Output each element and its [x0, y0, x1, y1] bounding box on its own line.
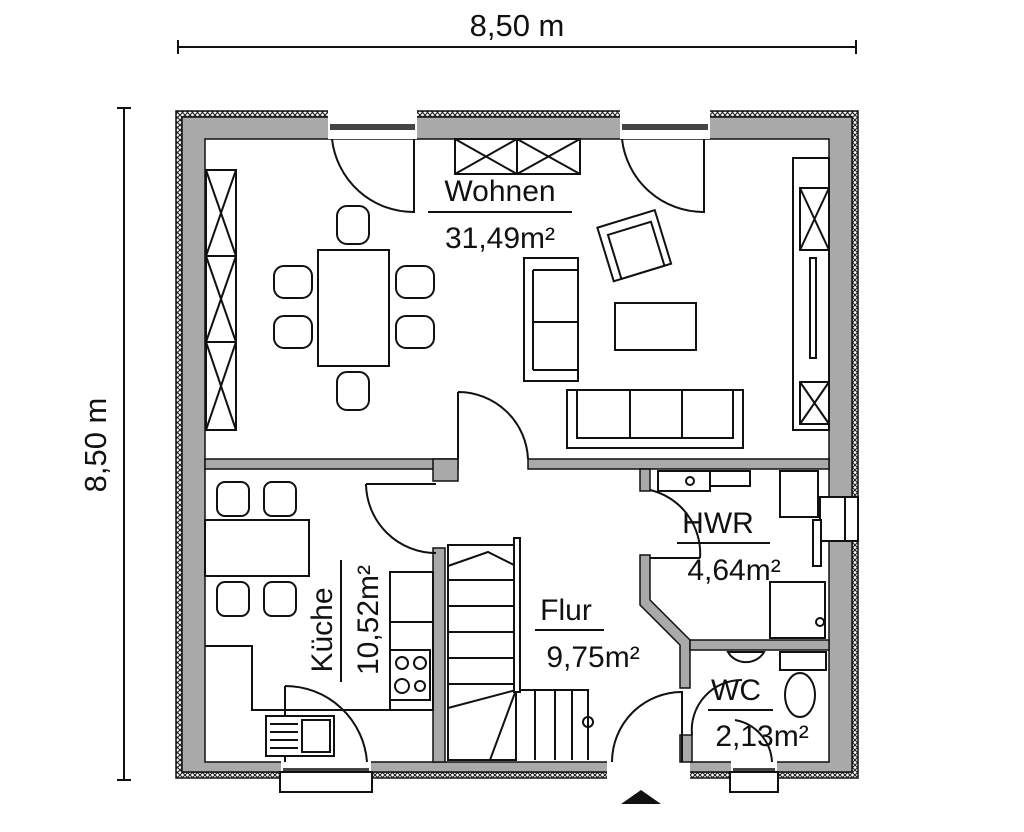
- chair: [395, 265, 435, 299]
- room-flur: Flur 9,75m²: [535, 594, 640, 674]
- room-name: HWR: [682, 507, 754, 540]
- height-dimension: 8,50 m: [78, 107, 131, 781]
- room-area: 10,52m²: [352, 565, 385, 675]
- door-wohnen-terrace-left: [331, 138, 415, 214]
- wohnen-furniture: [205, 138, 830, 449]
- width-label: 8,50 m: [470, 8, 565, 43]
- door-hwr: [649, 489, 702, 559]
- sink: [265, 715, 335, 757]
- chair: [263, 581, 297, 617]
- toilet: [784, 672, 816, 718]
- tv: [809, 257, 817, 359]
- chair: [336, 205, 370, 245]
- entrance-door: [611, 690, 683, 763]
- room-name: WC: [711, 674, 761, 707]
- dining-table: [317, 249, 390, 367]
- room-area: 4,64m²: [687, 554, 780, 587]
- chair: [273, 315, 313, 349]
- exterior-walls: [175, 110, 859, 793]
- room-wc: WC 2,13m²: [708, 674, 809, 753]
- chair: [273, 265, 313, 299]
- window-wohnen-right: [622, 124, 708, 130]
- door-wohnen-terrace-right: [621, 138, 705, 214]
- width-dimension: 8,50 m: [177, 8, 857, 54]
- window-wc: [733, 768, 775, 773]
- coffee-table: [614, 302, 697, 351]
- window-kueche: [283, 768, 369, 773]
- room-area: 31,49m²: [445, 222, 555, 255]
- room-kueche: Küche 10,52m²: [306, 560, 385, 682]
- window-door-wc: [734, 719, 773, 763]
- chair: [216, 581, 250, 617]
- armchair: [596, 208, 673, 283]
- room-name: Wohnen: [444, 175, 555, 208]
- door-wohnen: [457, 390, 529, 460]
- kitchen-table: [204, 519, 310, 577]
- window-hwr: [819, 496, 859, 542]
- room-name: Flur: [540, 594, 592, 627]
- kueche-furniture: [204, 481, 434, 757]
- room-area: 2,13m²: [715, 720, 808, 753]
- height-label: 8,50 m: [78, 398, 113, 493]
- handrail: [513, 537, 521, 693]
- window-wohnen-left: [330, 124, 415, 130]
- chair: [216, 481, 250, 517]
- doors: [284, 138, 773, 763]
- staircase: [447, 537, 594, 761]
- interior-walls: [204, 458, 830, 763]
- chair: [395, 315, 435, 349]
- chair: [336, 371, 370, 411]
- washing-machine: [769, 581, 826, 639]
- hwr-wc-fixtures: [657, 470, 827, 718]
- door-kueche: [365, 483, 437, 554]
- door-wc: [690, 678, 743, 736]
- sofa-large: [566, 389, 744, 449]
- room-area: 9,75m²: [546, 641, 639, 674]
- wash-basin: [726, 651, 766, 664]
- room-hwr: HWR 4,64m²: [677, 507, 781, 587]
- room-name: Küche: [306, 587, 339, 672]
- entrance-arrow-icon: [621, 790, 661, 804]
- room-wohnen: Wohnen 31,49m²: [428, 175, 572, 255]
- chair: [263, 481, 297, 517]
- entrance-opening: [607, 761, 690, 779]
